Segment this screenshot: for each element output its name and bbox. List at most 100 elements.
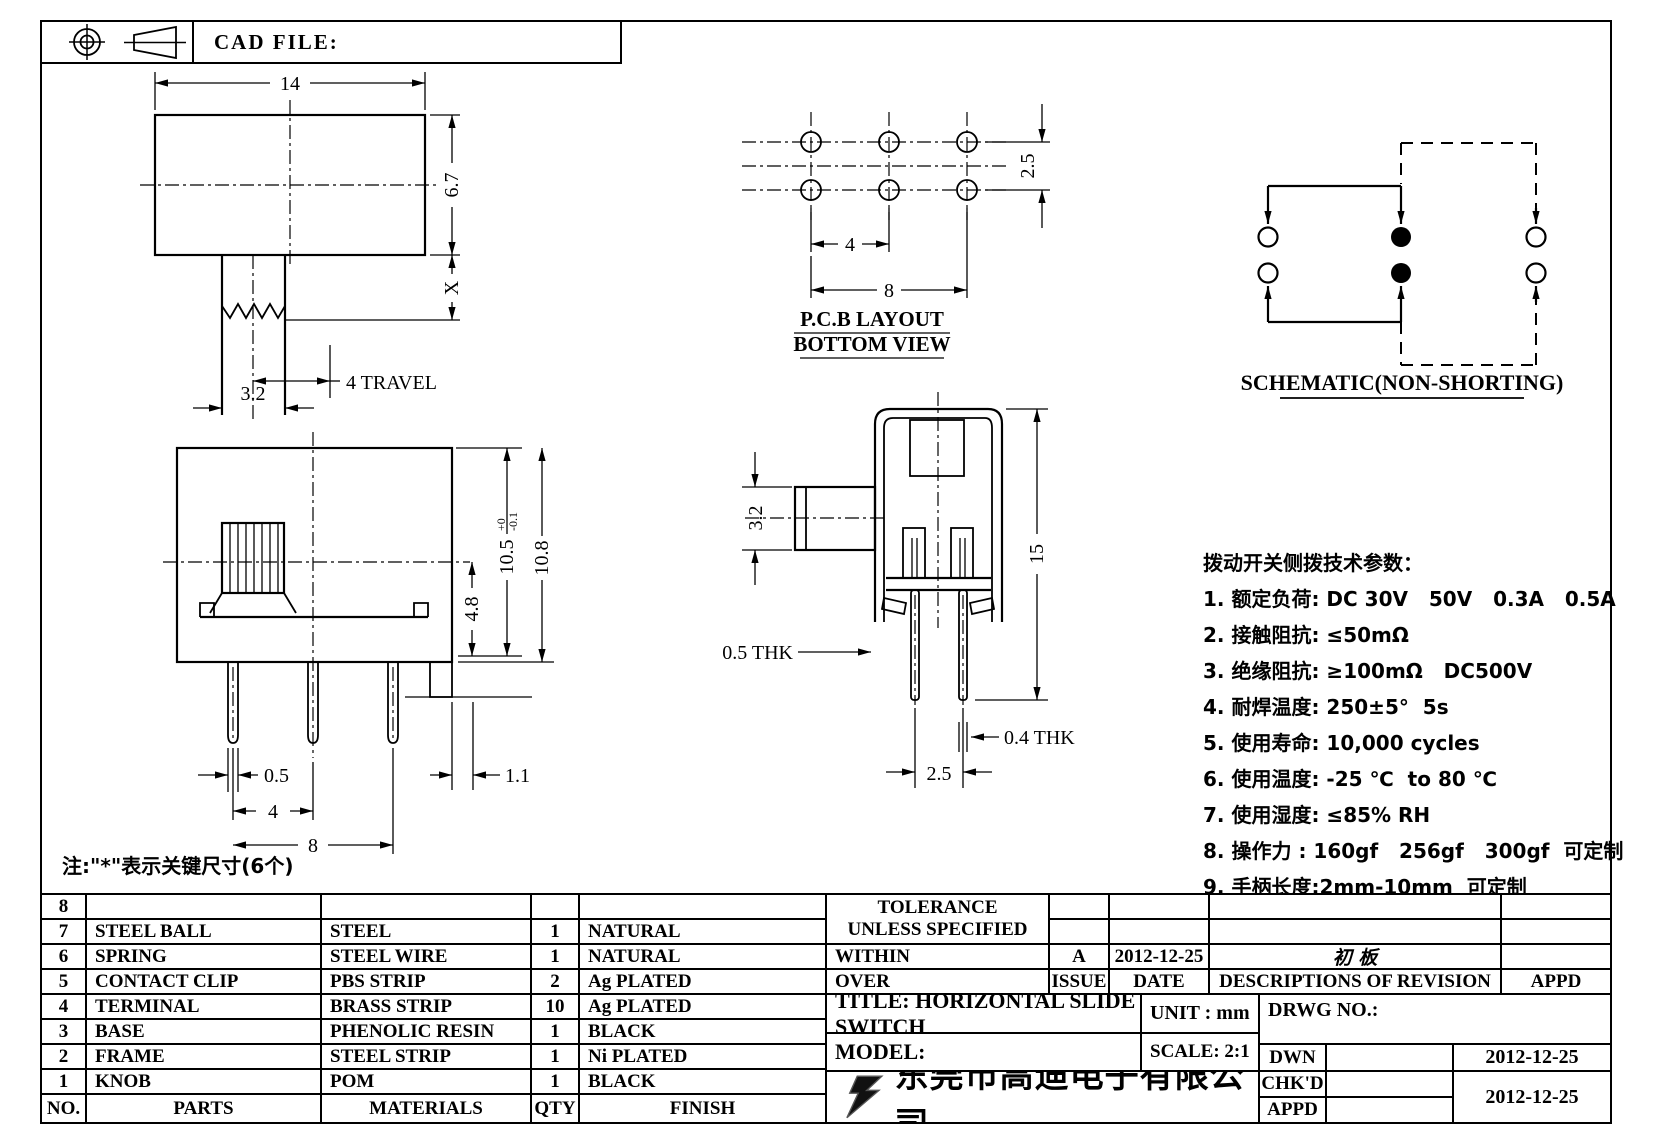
side-dim-edge: 1.1 bbox=[505, 765, 530, 787]
parts-row-part: TERMINAL bbox=[85, 993, 322, 1020]
revision-issue-empty bbox=[1048, 893, 1110, 920]
revision-appd-header: APPD bbox=[1500, 968, 1612, 995]
parts-row-no: 7 bbox=[40, 918, 87, 945]
parts-row-material: STEEL bbox=[320, 918, 532, 945]
parts-header-materials: MATERIALS bbox=[320, 1093, 532, 1124]
pcb-caption-line2: BOTTOM VIEW bbox=[793, 332, 950, 356]
profile-dim-pin-pitch: 2.5 bbox=[927, 763, 952, 785]
profile-dim-pin-thk: 0.4 THK bbox=[1004, 727, 1075, 749]
parts-row-no: 8 bbox=[40, 893, 87, 920]
company-name: 东莞市高迪电子有限公司 bbox=[894, 1070, 1245, 1122]
parts-row-finish: Ag PLATED bbox=[578, 993, 827, 1020]
side-dim-height-main: 10.5 bbox=[496, 540, 518, 575]
parts-row-part: FRAME bbox=[85, 1043, 322, 1070]
side-dim-height-total: 10.8 bbox=[531, 541, 553, 576]
parts-row-finish: Ni PLATED bbox=[578, 1043, 827, 1070]
dwn-signature bbox=[1325, 1043, 1454, 1072]
cad-file-header: CAD FILE: bbox=[40, 20, 622, 64]
parts-row-no: 1 bbox=[40, 1068, 87, 1095]
side-dim-pin-span: 8 bbox=[308, 835, 318, 857]
tech-specs-title: 拨动开关侧拨技术参数： bbox=[1203, 551, 1423, 575]
parts-row-finish: NATURAL bbox=[578, 918, 827, 945]
parts-row-no: 6 bbox=[40, 943, 87, 970]
tech-spec-item: 7. 使用湿度: ≤85% RH bbox=[1203, 803, 1431, 827]
side-dim-pin-width: 0.5 bbox=[264, 765, 289, 787]
parts-header-finish: FINISH bbox=[578, 1093, 827, 1124]
model-cell: MODEL: bbox=[825, 1032, 1142, 1072]
front-view: 14 6.7 X 4 TRAVEL 3.2 bbox=[140, 70, 464, 420]
front-dim-x: X bbox=[441, 280, 463, 295]
parts-row-qty: 1 bbox=[530, 1018, 580, 1045]
parts-row-no: 4 bbox=[40, 993, 87, 1020]
revision-desc-empty bbox=[1208, 918, 1502, 945]
revision-issue-header: ISSUE bbox=[1048, 968, 1110, 995]
parts-row-material: BRASS STRIP bbox=[320, 993, 532, 1020]
company-cell: 东莞市高迪电子有限公司 bbox=[825, 1070, 1260, 1124]
chkd-signature bbox=[1325, 1070, 1454, 1098]
parts-row-finish: BLACK bbox=[578, 1068, 827, 1095]
cad-file-label: CAD FILE: bbox=[214, 30, 339, 54]
schematic-view: SCHEMATIC(NON-SHORTING) bbox=[1241, 142, 1564, 399]
parts-header-no: NO. bbox=[40, 1093, 87, 1124]
side-view: 10.5 +0 -0.1 10.8 4.8 0.5 4 8 1.1 bbox=[163, 432, 554, 857]
tech-spec-item: 3. 绝缘阻抗: ≥100mΩ DC500V bbox=[1203, 659, 1533, 683]
tolerance-line2: UNLESS SPECIFIED bbox=[847, 919, 1028, 940]
parts-row-finish: BLACK bbox=[578, 1018, 827, 1045]
revision-date-empty bbox=[1108, 918, 1210, 945]
revision-date-empty bbox=[1108, 893, 1210, 920]
dwn-label: DWN bbox=[1258, 1043, 1327, 1072]
appd-label: APPD bbox=[1258, 1096, 1327, 1124]
pcb-caption-line1: P.C.B LAYOUT bbox=[800, 307, 944, 331]
revision-appd-empty bbox=[1500, 943, 1612, 970]
pcb-layout-view: 4 8 2.5 P.C.B LAYOUT BOTTOM VIEW bbox=[742, 104, 1050, 359]
cone-projection-icon bbox=[124, 25, 186, 60]
parts-row-part bbox=[85, 893, 322, 920]
revision-date-header: DATE bbox=[1108, 968, 1210, 995]
front-dim-knob: 3.2 bbox=[241, 383, 266, 405]
front-dim-height: 6.7 bbox=[441, 173, 463, 198]
revision-issue-empty bbox=[1048, 918, 1110, 945]
front-dim-width: 14 bbox=[280, 73, 300, 95]
parts-row-finish bbox=[578, 893, 827, 920]
tolerance-within: WITHIN bbox=[825, 943, 1050, 970]
parts-row-material bbox=[320, 893, 532, 920]
approval-date: 2012-12-25 bbox=[1452, 1070, 1612, 1124]
chkd-label: CHK'D bbox=[1258, 1070, 1327, 1098]
header-divider bbox=[192, 22, 194, 62]
parts-row-material: STEEL STRIP bbox=[320, 1043, 532, 1070]
parts-header-parts: PARTS bbox=[85, 1093, 322, 1124]
parts-row-part: STEEL BALL bbox=[85, 918, 322, 945]
profile-dim-frame-thk: 0.5 THK bbox=[722, 642, 793, 664]
tech-spec-item: 8. 操作力 : 160gf 256gf 300gf 可定制 bbox=[1203, 839, 1624, 863]
dwn-date: 2012-12-25 bbox=[1452, 1043, 1612, 1072]
side-dim-height-main-tol-plus: +0 bbox=[494, 518, 508, 531]
parts-row-finish: NATURAL bbox=[578, 943, 827, 970]
side-dim-height-base: 4.8 bbox=[461, 597, 483, 622]
key-dimension-note: 注:"*"表示关键尺寸(6个) bbox=[62, 854, 294, 878]
tech-spec-item: 6. 使用温度: -25 ℃ to 80 ℃ bbox=[1203, 767, 1497, 791]
side-dim-pin-pitch: 4 bbox=[268, 801, 278, 823]
profile-dim-height: 15 bbox=[1026, 544, 1048, 564]
schematic-caption: SCHEMATIC(NON-SHORTING) bbox=[1241, 370, 1564, 395]
title-block: 8 7 6 5 4 3 2 1 STEEL BALL SPRING CONTAC… bbox=[40, 893, 1614, 1124]
tolerance-cell: TOLERANCE UNLESS SPECIFIED bbox=[825, 893, 1050, 945]
revision-appd-empty bbox=[1500, 918, 1612, 945]
revision-date-value: 2012-12-25 bbox=[1108, 943, 1210, 970]
side-dim-height-main-tol-minus: -0.1 bbox=[506, 512, 520, 531]
parts-row-no: 3 bbox=[40, 1018, 87, 1045]
appd-signature bbox=[1325, 1096, 1454, 1124]
parts-row-material: STEEL WIRE bbox=[320, 943, 532, 970]
parts-row-qty: 1 bbox=[530, 1043, 580, 1070]
parts-row-material: PHENOLIC RESIN bbox=[320, 1018, 532, 1045]
parts-row-material: POM bbox=[320, 1068, 532, 1095]
revision-appd-empty bbox=[1500, 893, 1612, 920]
parts-row-qty bbox=[530, 893, 580, 920]
parts-row-qty: 1 bbox=[530, 918, 580, 945]
unit-cell: UNIT : mm bbox=[1140, 993, 1260, 1034]
tech-spec-item: 1. 额定负荷: DC 30V 50V 0.3A 0.5A bbox=[1203, 587, 1616, 611]
revision-description-value: 初 板 bbox=[1208, 943, 1502, 970]
parts-row-part: BASE bbox=[85, 1018, 322, 1045]
tech-spec-item: 4. 耐焊温度: 250±5° 5s bbox=[1203, 695, 1449, 719]
pcb-dim-col-pitch: 4 bbox=[845, 234, 855, 256]
revision-issue-value: A bbox=[1048, 943, 1110, 970]
